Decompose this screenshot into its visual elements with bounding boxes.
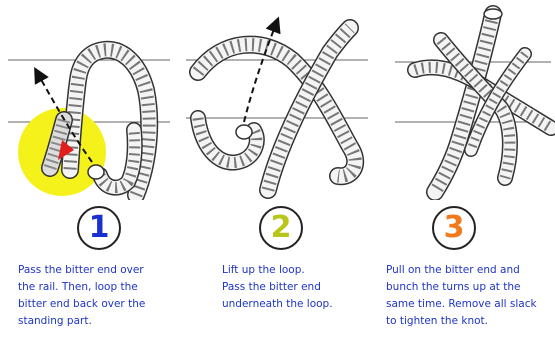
step-number-2: 2	[259, 206, 303, 250]
step-2-illustration	[182, 0, 372, 200]
rope-knot-step-3	[375, 0, 555, 200]
step-1-illustration	[0, 0, 175, 200]
caption-line: to tighten the knot.	[386, 313, 537, 330]
step-1-caption: Pass the bitter end over the rail. Then,…	[18, 262, 145, 330]
caption-line: the rail. Then, loop the	[18, 279, 145, 296]
step-number-1: 1	[77, 206, 121, 250]
step-2-caption: Lift up the loop. Pass the bitter end un…	[222, 262, 333, 313]
caption-line: Pass the bitter end over	[18, 262, 145, 279]
caption-line: Pull on the bitter end and	[386, 262, 537, 279]
rope-knot-step-2	[182, 0, 372, 200]
caption-line: same time. Remove all slack	[386, 296, 537, 313]
caption-line: bunch the turns up at the	[386, 279, 537, 296]
caption-line: Pass the bitter end	[222, 279, 333, 296]
step-3-illustration	[375, 0, 555, 200]
step-3-caption: Pull on the bitter end and bunch the tur…	[386, 262, 537, 330]
caption-line: bitter end back over the	[18, 296, 145, 313]
caption-line: standing part.	[18, 313, 145, 330]
rope-knot-step-1	[0, 0, 175, 200]
step-number-3: 3	[432, 206, 476, 250]
caption-line: underneath the loop.	[222, 296, 333, 313]
caption-line: Lift up the loop.	[222, 262, 333, 279]
